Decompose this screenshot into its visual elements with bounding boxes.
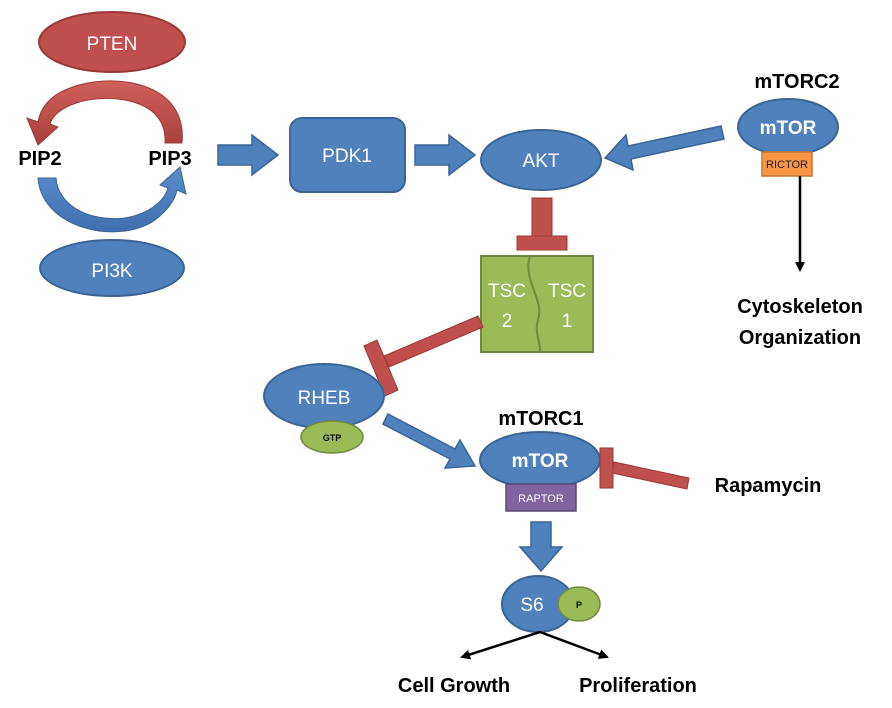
pip2-label: PIP2	[18, 148, 61, 170]
pten-node: PTEN	[38, 11, 186, 73]
gtp-node	[300, 420, 364, 454]
arrow-rheb-to-mtorc1	[381, 412, 477, 469]
inhibit-tsc-rheb	[363, 315, 484, 397]
pten-curved-arrow	[26, 80, 183, 146]
pi3k-node: PI3K	[39, 239, 185, 297]
mtorc1-complex: mTOR RAPTOR	[479, 431, 601, 512]
pdk1-node: PDK1	[289, 117, 406, 193]
mtorc1-title: mTORC1	[498, 408, 583, 430]
s6-node: S6 P	[501, 575, 601, 633]
arrow-pdk1-to-akt	[414, 133, 477, 177]
pi3k-curved-arrow	[37, 166, 187, 233]
raptor-label: RAPTOR	[518, 493, 564, 505]
inhibit-rapamycin-mtorc1	[599, 447, 690, 490]
proliferation-label: Proliferation	[579, 675, 697, 697]
tsc2-label-line2: 2	[502, 311, 513, 332]
inhibit-akt-tsc	[516, 197, 568, 251]
rictor-label: RICTOR	[766, 159, 808, 171]
cell-growth-label: Cell Growth	[398, 675, 510, 697]
mtor2-label: mTOR	[760, 118, 817, 139]
tsc2-label-line1: TSC	[488, 281, 526, 302]
pi3k-label: PI3K	[91, 261, 133, 282]
mtor1-label: mTOR	[512, 451, 569, 472]
tsc-complex: TSC 2 TSC 1	[480, 255, 594, 353]
arrow-mtorc2-to-akt	[603, 125, 725, 172]
pip3-label: PIP3	[148, 148, 191, 170]
phospho-label: P	[576, 600, 582, 610]
raptor-box	[505, 483, 577, 512]
pten-label: PTEN	[87, 34, 138, 55]
mtorc2-title: mTORC2	[754, 71, 839, 93]
s6-label: S6	[520, 595, 543, 616]
rapamycin-label: Rapamycin	[715, 475, 822, 497]
tsc1-label-line1: TSC	[548, 281, 586, 302]
rheb-label: RHEB	[298, 388, 351, 409]
arrow-mtorc1-to-s6	[518, 521, 564, 573]
rheb-node: RHEB GTP	[263, 363, 385, 454]
mtorc2-complex: mTOR RICTOR	[737, 98, 839, 177]
cytoskeleton-label-line1: Cytoskeleton	[737, 296, 863, 318]
rictor-box	[761, 151, 813, 177]
akt-node: AKT	[480, 129, 602, 191]
tsc1-label-line2: 1	[562, 311, 573, 332]
phospho-node	[557, 586, 601, 622]
pdk1-label: PDK1	[322, 146, 372, 167]
arrow-s6-to-cell-growth	[460, 630, 541, 660]
arrow-pip3-to-pdk1	[217, 133, 280, 177]
gtp-label: GTP	[323, 433, 342, 443]
akt-label: AKT	[523, 151, 560, 172]
arrow-s6-to-proliferation	[539, 630, 609, 659]
cytoskeleton-label-line2: Organization	[739, 327, 861, 349]
